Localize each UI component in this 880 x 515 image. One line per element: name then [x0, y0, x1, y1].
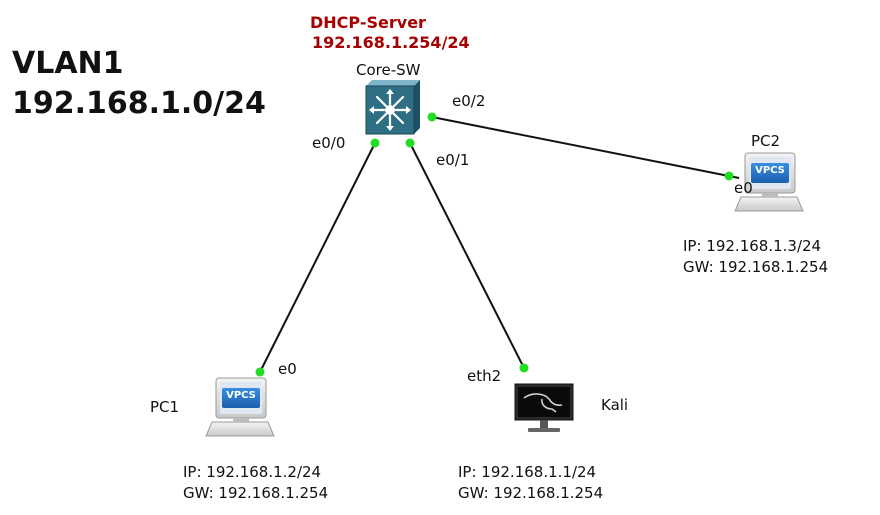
link-core-kali[interactable]	[409, 142, 525, 369]
pc1-vpcs-badge: VPCS	[226, 390, 256, 401]
pc2-port-label: e0	[734, 179, 753, 197]
core-switch-name: Core-SW	[356, 61, 421, 79]
pc2-ip: IP: 192.168.1.3/24	[683, 237, 822, 255]
dhcp-server-address: 192.168.1.254/24	[312, 33, 470, 52]
kali-gw: GW: 192.168.1.254	[458, 484, 604, 502]
port-dot-kali-eth2	[519, 363, 529, 373]
kali-name: Kali	[601, 396, 629, 414]
kali-monitor-icon[interactable]	[514, 383, 574, 432]
port-label-e0-2: e0/2	[452, 92, 486, 110]
pc1-name: PC1	[150, 398, 180, 416]
pc1-gw: GW: 192.168.1.254	[183, 484, 329, 502]
port-dot-pc2-e0	[724, 171, 734, 181]
pc1-ip: IP: 192.168.1.2/24	[183, 463, 322, 481]
vlan-name: VLAN1	[12, 46, 124, 81]
link-core-pc2[interactable]	[431, 116, 740, 179]
kali-port-label: eth2	[467, 367, 502, 385]
link-core-pc1[interactable]	[259, 142, 376, 373]
pc2-vpcs-icon[interactable]	[734, 152, 804, 212]
pc2-name: PC2	[751, 132, 781, 150]
pc1-vpcs-icon[interactable]	[205, 377, 275, 437]
dhcp-server-title: DHCP-Server	[310, 13, 426, 32]
port-label-e0-0: e0/0	[312, 134, 346, 152]
port-dot-e0-2	[427, 112, 437, 122]
core-switch-icon[interactable]	[365, 80, 420, 135]
port-dots	[255, 112, 734, 377]
pc1-port-label: e0	[278, 360, 297, 378]
vlan-subnet: 192.168.1.0/24	[12, 86, 266, 121]
port-label-e0-1: e0/1	[436, 151, 470, 169]
port-dot-pc1-e0	[255, 367, 265, 377]
pc2-vpcs-badge: VPCS	[755, 165, 785, 176]
pc2-gw: GW: 192.168.1.254	[683, 258, 829, 276]
port-dot-e0-1	[405, 138, 415, 148]
port-dot-e0-0	[370, 138, 380, 148]
kali-ip: IP: 192.168.1.1/24	[458, 463, 597, 481]
